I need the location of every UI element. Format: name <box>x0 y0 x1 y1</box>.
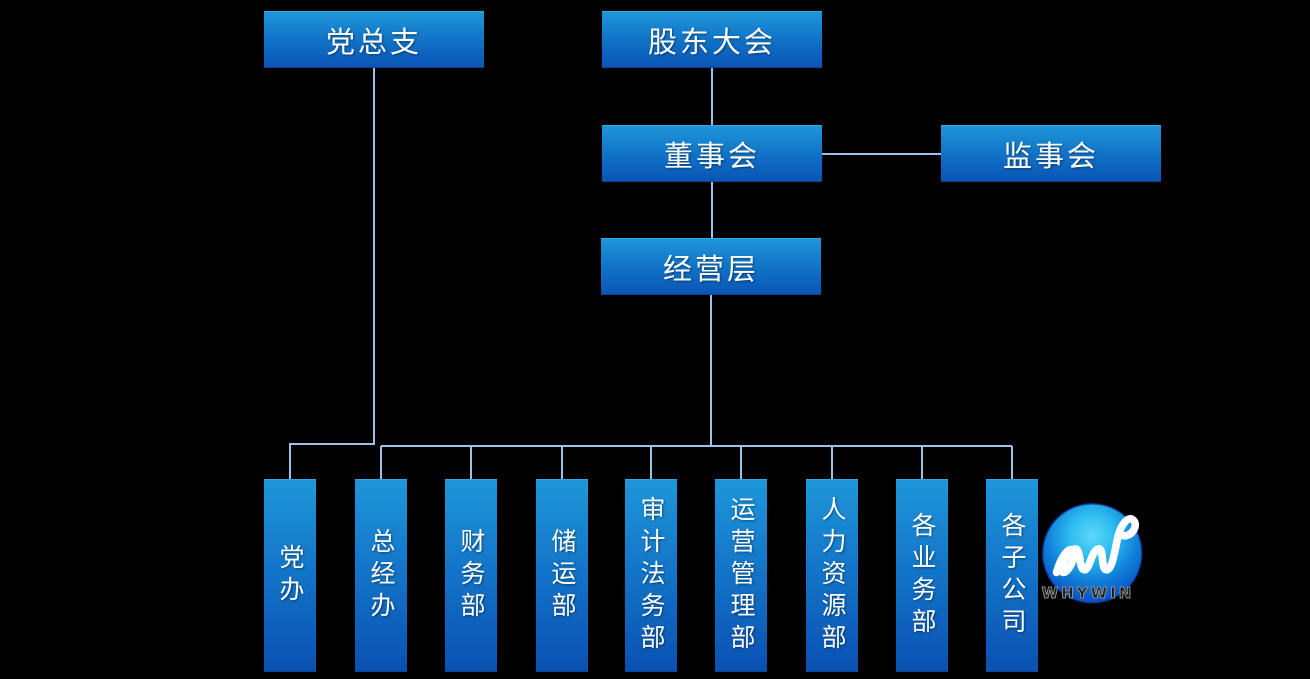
node-shareholders-meeting: 股东大会 <box>602 11 822 68</box>
dept-general-manager-office: 总经办 <box>355 479 407 672</box>
logo-script-w-icon <box>1052 515 1140 577</box>
dept-audit-legal: 审计法务部 <box>625 479 677 672</box>
dept-operations-management: 运营管理部 <box>715 479 767 672</box>
whywin-logo <box>1042 503 1143 604</box>
node-party-general-branch: 党总支 <box>264 11 484 68</box>
dept-storage-transport: 储运部 <box>536 479 588 672</box>
connector-party-branch-drop <box>289 68 375 479</box>
dept-human-resources: 人力资源部 <box>806 479 858 672</box>
node-management-level: 经营层 <box>601 238 821 295</box>
dept-business-units: 各业务部 <box>896 479 948 672</box>
logo-brand-text: WHYWIN <box>1041 584 1135 603</box>
dept-party-office: 党办 <box>264 479 316 672</box>
node-supervisory-board: 监事会 <box>941 125 1161 182</box>
dept-subsidiaries: 各子公司 <box>986 479 1038 672</box>
dept-finance: 财务部 <box>445 479 497 672</box>
node-board-of-directors: 董事会 <box>602 125 822 182</box>
